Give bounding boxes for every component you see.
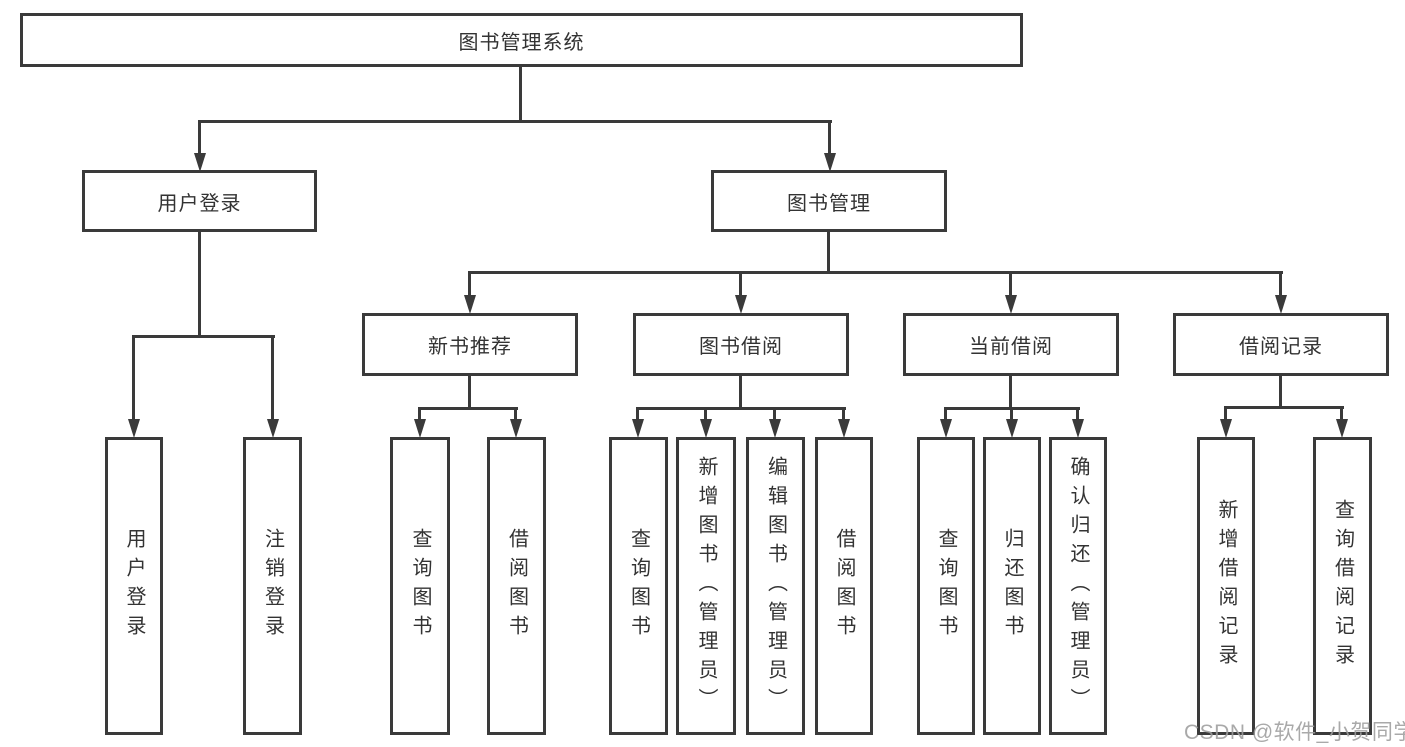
connector-line [1076,407,1079,422]
connector-line [468,376,471,410]
connector-line [519,67,522,122]
arrowhead-icon [940,419,952,438]
node-book-management-label: 图书管理 [787,192,871,215]
arrowhead-icon [700,419,712,438]
connector-line [1010,407,1013,422]
leaf-newbook-query-books: 查询图书 [390,437,450,735]
arrowhead-icon [267,419,279,438]
csdn-watermark: CSDN @软件_小贺同学 [1184,721,1405,744]
connector-line [468,271,1283,274]
arrowhead-icon [824,153,836,172]
connector-line [827,232,830,274]
connector-line [1279,271,1282,298]
leaf-edit-books-admin: 编辑图书（管理员） [746,437,805,735]
node-book-borrowing: 图书借阅 [633,313,849,376]
leaf-user-login: 用户登录 [105,437,163,735]
arrowhead-icon [510,419,522,438]
connector-line [636,407,639,422]
arrowhead-icon [1006,419,1018,438]
leaf-return-books: 归还图书 [983,437,1041,735]
leaf-borrow-books: 借阅图书 [815,437,873,735]
node-borrowing-records: 借阅记录 [1173,313,1389,376]
connector-line [704,407,707,422]
leaf-add-books-admin: 新增图书（管理员） [676,437,736,735]
connector-line [944,407,947,422]
connector-line [842,407,845,422]
connector-line [1224,406,1344,409]
connector-line [739,271,742,298]
leaf-logout-label: 注销登录 [261,528,284,644]
node-book-borrowing-label: 图书借阅 [699,336,783,358]
leaf-newbook-borrow-books: 借阅图书 [487,437,546,735]
node-book-management: 图书管理 [711,170,947,232]
leaf-logout: 注销登录 [243,437,302,735]
arrowhead-icon [194,153,206,172]
leaf-query-borrow-record: 查询借阅记录 [1313,437,1372,735]
leaf-newbook-borrow-books-label: 借阅图书 [505,528,528,644]
node-current-borrowing: 当前借阅 [903,313,1119,376]
arrowhead-icon [464,295,476,314]
leaf-current-query-books-label: 查询图书 [935,528,957,644]
connector-line [132,335,135,421]
node-user-login-label: 用户登录 [157,192,242,215]
leaf-return-books-label: 归还图书 [1001,528,1023,644]
connector-line [418,407,518,410]
connector-line [468,271,471,298]
leaf-add-borrow-record: 新增借阅记录 [1197,437,1255,735]
leaf-confirm-return-admin-label: 确认归还（管理员） [1067,455,1089,717]
arrowhead-icon [128,419,140,438]
connector-line [514,407,517,422]
arrowhead-icon [1072,419,1084,438]
connector-line [132,335,275,338]
connector-line [418,407,421,422]
connector-line [636,407,846,410]
node-new-book-recommend: 新书推荐 [362,313,578,376]
node-new-book-recommend-label: 新书推荐 [428,336,512,358]
leaf-borrow-query-books-label: 查询图书 [627,528,650,644]
leaf-edit-books-admin-label: 编辑图书（管理员） [764,455,787,717]
connector-line [271,335,274,421]
leaf-confirm-return-admin: 确认归还（管理员） [1049,437,1107,735]
node-root-label: 图书管理系统 [458,31,585,54]
connector-line [1340,406,1343,422]
connector-line [739,376,742,410]
arrowhead-icon [632,419,644,438]
leaf-borrow-books-label: 借阅图书 [833,528,855,644]
arrowhead-icon [1275,295,1287,314]
arrowhead-icon [1336,419,1348,438]
node-borrowing-records-label: 借阅记录 [1239,336,1323,358]
connector-line [1224,406,1227,422]
connector-line [1009,271,1012,298]
connector-line [773,407,776,422]
leaf-query-borrow-record-label: 查询借阅记录 [1331,499,1354,673]
arrowhead-icon [1220,419,1232,438]
node-current-borrowing-label: 当前借阅 [969,336,1053,358]
leaf-newbook-query-books-label: 查询图书 [409,528,431,644]
leaf-add-books-admin-label: 新增图书（管理员） [695,455,717,717]
node-user-login: 用户登录 [82,170,317,232]
leaf-user-login-label: 用户登录 [123,528,145,644]
leaf-borrow-query-books: 查询图书 [609,437,668,735]
arrowhead-icon [1005,295,1017,314]
arrowhead-icon [414,419,426,438]
connector-line [198,120,832,123]
connector-line [828,120,831,155]
leaf-add-borrow-record-label: 新增借阅记录 [1215,499,1237,673]
arrowhead-icon [735,295,747,314]
connector-line [1009,376,1012,410]
connector-line [1279,376,1282,409]
arrowhead-icon [769,419,781,438]
connector-line [198,120,201,155]
connector-line [198,232,201,338]
node-root: 图书管理系统 [20,13,1023,67]
arrowhead-icon [838,419,850,438]
leaf-current-query-books: 查询图书 [917,437,975,735]
